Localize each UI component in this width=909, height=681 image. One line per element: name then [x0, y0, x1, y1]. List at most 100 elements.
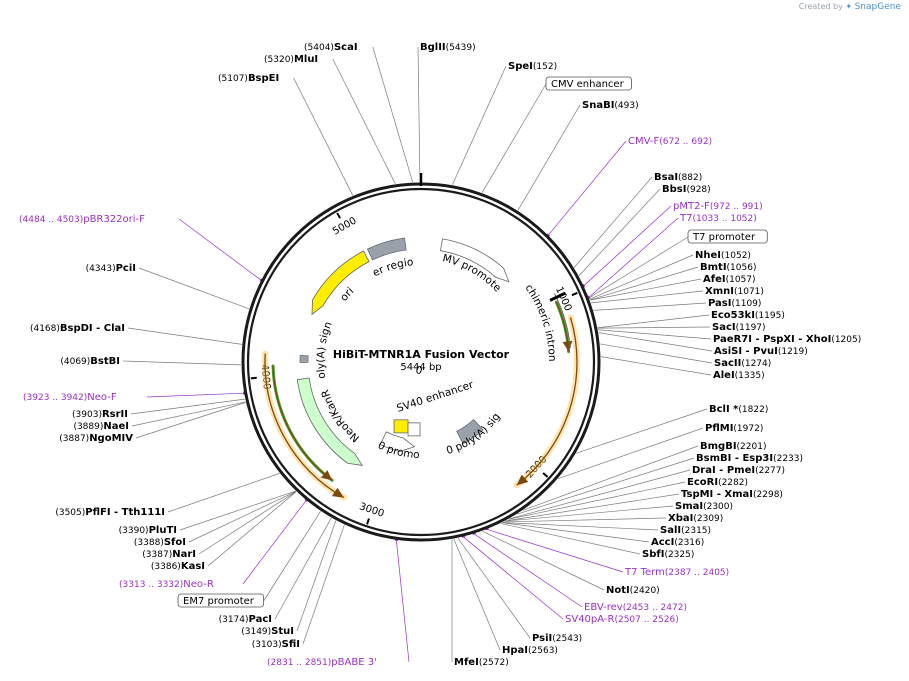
leader-line	[588, 236, 689, 299]
label-scai: (5404)ScaI	[304, 42, 358, 53]
site-position: (2277)	[755, 466, 785, 476]
tick-label: 3000	[358, 501, 386, 519]
label-psii: PsiI(2543)	[532, 633, 582, 644]
site-label-text: PaeR7I - PspXI - XhoI(1205)	[713, 334, 861, 345]
site-name: BmtI	[700, 262, 727, 273]
site-label-text: (5107)BspEI	[218, 73, 279, 84]
site-name: PasI	[708, 298, 731, 309]
site-position: (1033 .. 1052)	[692, 214, 756, 224]
leader-line	[589, 278, 702, 301]
site-label-text: AleI(1335)	[713, 370, 765, 381]
site-name: PaeR7I - PspXI - XhoI	[713, 334, 831, 345]
leader-line	[146, 392, 244, 398]
site-name: SnaBI	[582, 100, 614, 111]
site-label-text: EcoRI(2282)	[687, 477, 748, 488]
site-name: NheI	[695, 250, 721, 261]
label-pflmi: PflMI(1972)	[705, 423, 763, 434]
site-position: (2300)	[703, 502, 733, 512]
site-position: (4069)	[60, 357, 90, 367]
leader-line	[135, 402, 246, 439]
site-position: (1219)	[778, 347, 808, 357]
label-pbr322ori-f: (4484 .. 4503)pBR322ori-F	[19, 214, 145, 225]
site-position: (3903)	[72, 410, 102, 420]
snapgene-credit: Created by ✦ SnapGene	[799, 2, 901, 12]
orf-arrowhead	[331, 487, 344, 498]
site-label-text: T7 Term(2387 .. 2405)	[624, 567, 729, 578]
site-label-text: PflMI(1972)	[705, 423, 763, 434]
label-pasi: PasI(1109)	[708, 298, 761, 309]
label-eco53ki: Eco53kI(1195)	[711, 310, 785, 321]
site-name: BbsI	[662, 184, 686, 195]
site-name: PacI	[249, 614, 272, 625]
sv40-enhancer-label: SV40 enhancer	[395, 379, 475, 415]
sv40-promoter-arrow	[379, 431, 416, 452]
site-position: (1056)	[727, 263, 757, 273]
site-label-text: SbfI(2325)	[642, 549, 694, 560]
site-position: (1057)	[726, 275, 756, 285]
leader-line	[548, 140, 627, 236]
feature-name: CMV enhancer	[551, 79, 625, 90]
site-label-text: MfeI(2572)	[454, 657, 509, 668]
site-label-text: (5404)ScaI	[304, 42, 358, 53]
label-ecori: EcoRI(2282)	[687, 477, 748, 488]
site-label-text: (3149)StuI	[241, 626, 294, 637]
site-position: (3174)	[219, 615, 249, 625]
site-label-text: (4343)PciI	[86, 263, 136, 274]
site-position: (1205)	[831, 335, 861, 345]
backbone-inner-ring	[246, 187, 596, 537]
label-cmv-f: CMV-F(672 .. 692)	[628, 136, 712, 147]
leader-line	[481, 83, 547, 193]
leader-line	[274, 517, 332, 620]
site-position: (3390)	[119, 526, 149, 536]
leader-line	[597, 326, 711, 329]
site-name: SfoI	[164, 537, 186, 548]
site-position: (2298)	[753, 490, 783, 500]
leader-line	[332, 58, 396, 184]
site-label-text: NheI(1052)	[695, 250, 751, 261]
leader-line	[452, 65, 507, 185]
sv40-ori-box	[393, 419, 409, 434]
leader-line	[453, 538, 501, 651]
site-position: (493)	[614, 101, 638, 111]
site-position: (1195)	[755, 311, 785, 321]
leader-line	[198, 491, 297, 555]
label-sali: SalI(2315)	[660, 525, 711, 536]
label-sacii: SacII(1274)	[714, 358, 771, 369]
site-name: AleI	[713, 370, 735, 381]
leader-line	[178, 218, 261, 281]
site-name: PsiI	[532, 633, 552, 644]
site-position: (2201)	[737, 442, 767, 452]
site-name: SfiI	[282, 639, 300, 650]
site-name: BclI *	[709, 404, 739, 415]
site-position: (2420)	[630, 586, 660, 596]
polya-signal-arrow	[299, 355, 309, 363]
site-position: (3889)	[73, 422, 103, 432]
site-name: AfeI	[703, 274, 726, 285]
site-position: (5320)	[264, 55, 294, 65]
leader-line	[583, 205, 672, 286]
label-nari: (3387)NarI	[142, 549, 196, 560]
site-label-text: SacII(1274)	[714, 358, 771, 369]
orf-arrowhead	[516, 474, 529, 486]
tick-mark	[571, 291, 578, 297]
site-position: (2453 .. 2472)	[623, 603, 687, 613]
site-label-text: Eco53kI(1195)	[711, 310, 785, 321]
label-bsmbi: BsmBI - Esp3I(2233)	[696, 453, 803, 464]
site-label-text: BglII(5439)	[420, 42, 476, 53]
leader-line	[588, 217, 679, 298]
site-name: EBV-rev	[584, 602, 623, 613]
leader-line	[482, 530, 605, 591]
site-name: NarI	[172, 549, 196, 560]
site-name: SmaI	[675, 501, 703, 512]
site-label-text: BsaI(882)	[654, 172, 702, 183]
label-sfoi: (3388)SfoI	[134, 537, 186, 548]
site-label-text: (2831 .. 2851)pBABE 3'	[267, 657, 377, 668]
label-snabi: SnaBI(493)	[582, 100, 639, 111]
sv40-enhancer-box	[407, 422, 421, 437]
label-sbfi: SbfI(2325)	[642, 549, 694, 560]
site-name: NotI	[606, 585, 630, 596]
leader-line	[593, 302, 707, 311]
site-name: BsmBI - Esp3I	[696, 453, 773, 464]
site-position: (2563)	[528, 646, 558, 656]
label-em7-promoter: EM7 promoter	[177, 593, 264, 608]
